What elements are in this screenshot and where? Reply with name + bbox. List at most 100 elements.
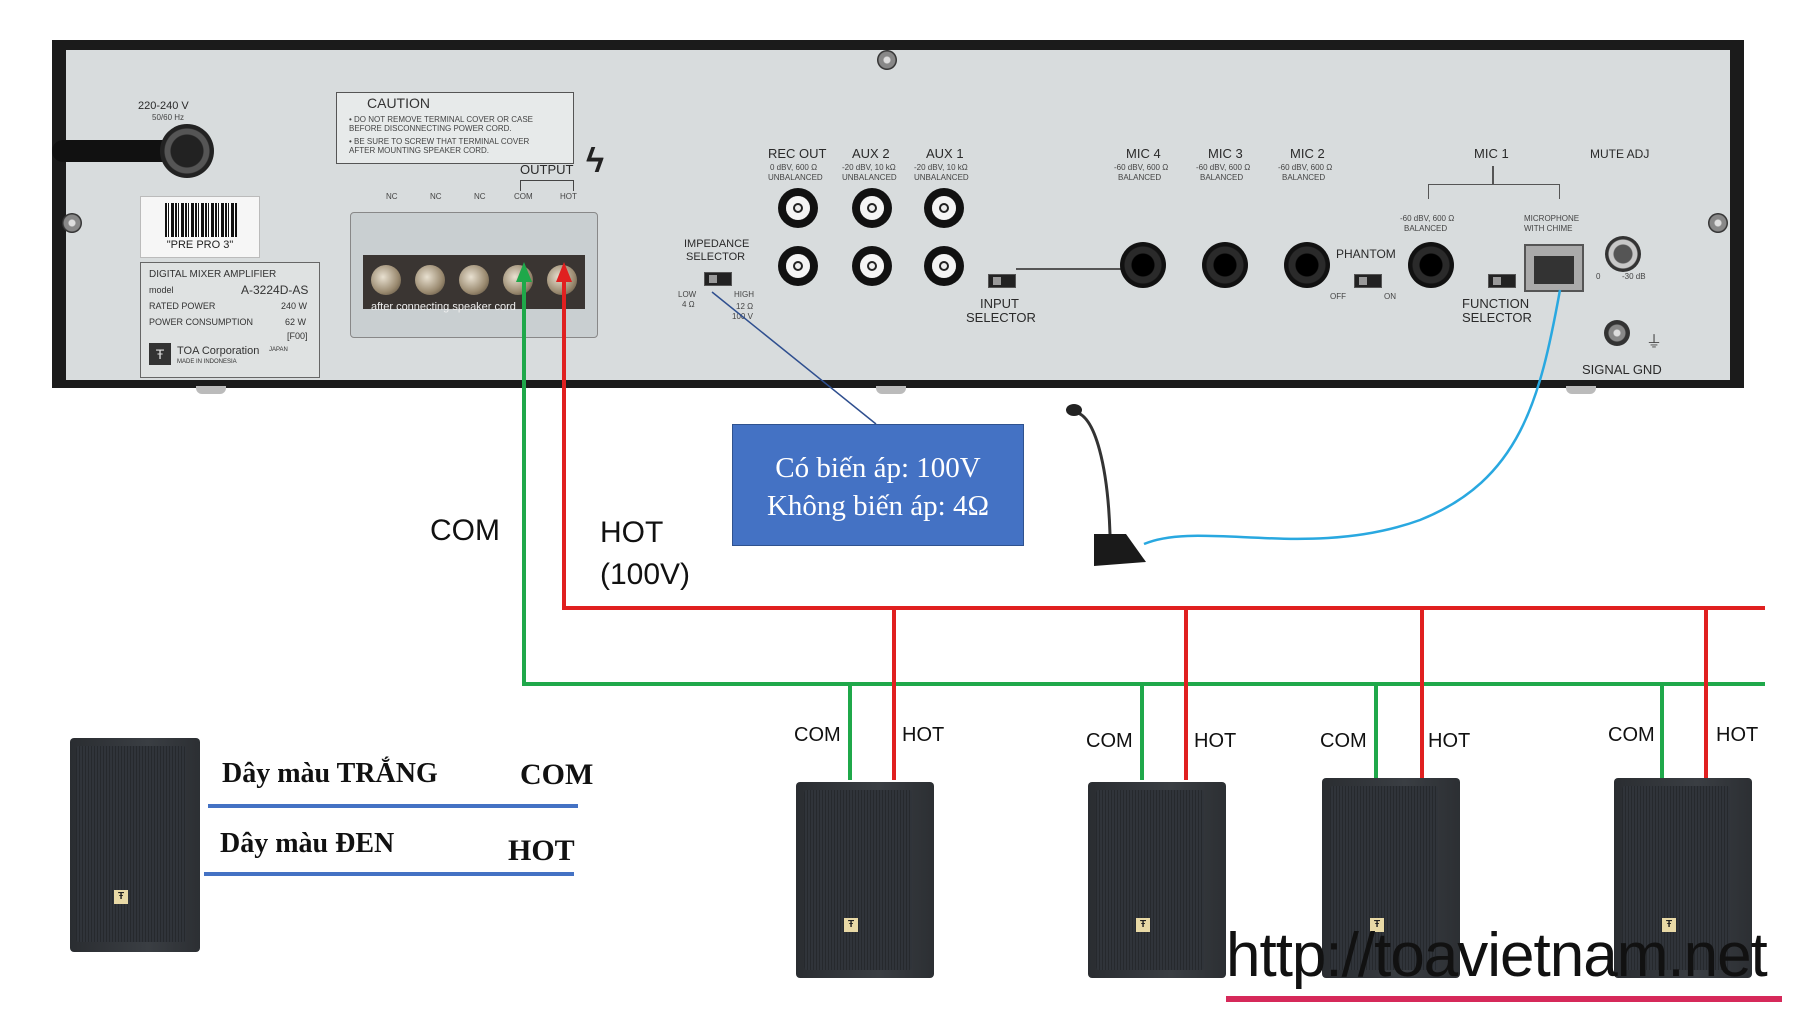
toa-logo-icon: Ŧ	[1662, 918, 1676, 932]
mic4-jack-icon[interactable]	[1120, 242, 1166, 288]
power-frequency: 50/60 Hz	[152, 113, 185, 122]
toa-logo-icon: Ŧ	[149, 343, 171, 365]
mic-cable	[1143, 289, 1562, 546]
terminal-label: NC	[474, 192, 486, 201]
aux2-spec: -20 dBV, 10 kΩ	[842, 163, 896, 172]
wall-speaker: Ŧ	[1322, 778, 1460, 978]
side-screw-icon	[1708, 213, 1728, 233]
output-bracket	[520, 180, 574, 191]
legend-white-wire: Dây màu TRẮNG	[222, 758, 438, 789]
aux2-jack-icon[interactable]	[852, 188, 892, 228]
rec-out-spec: UNBALANCED	[768, 173, 823, 182]
mic3-jack-icon[interactable]	[1202, 242, 1248, 288]
pointer-line	[711, 291, 877, 425]
mic-gooseneck	[1073, 410, 1112, 535]
maker: TOA Corporation	[177, 345, 260, 357]
caution-line: BEFORE DISCONNECTING POWER CORD.	[349, 124, 512, 133]
maker-country: JAPAN	[269, 347, 288, 353]
rec-out-name: REC OUT	[768, 146, 827, 161]
impedance-selector-title: SELECTOR	[686, 251, 746, 263]
mute-adj-min: 0	[1596, 272, 1601, 281]
terminal-label-hot: HOT	[560, 192, 577, 201]
mic1-name: MIC 1	[1474, 146, 1509, 161]
hot-wire-voltage: (100V)	[600, 558, 691, 591]
amplifier-rear-panel	[52, 40, 1744, 388]
power-inlet-icon	[160, 124, 214, 178]
function-selector-switch[interactable]	[1488, 274, 1516, 288]
terminal-label-com: COM	[514, 192, 533, 201]
url-underline	[1226, 996, 1782, 1002]
impedance-selector-switch[interactable]	[704, 272, 732, 286]
mic1-rj45-port-icon[interactable]	[1524, 244, 1584, 292]
input-selector-switch[interactable]	[988, 274, 1016, 288]
mic3-spec: BALANCED	[1200, 173, 1244, 182]
mic1-chime: WITH CHIME	[1524, 224, 1573, 233]
barcode-label: "PRE PRO 3"	[140, 196, 260, 258]
caution-label: CAUTION • DO NOT REMOVE TERMINAL COVER O…	[336, 92, 574, 164]
rj45-opening	[1534, 256, 1574, 284]
toa-logo-icon: Ŧ	[844, 918, 858, 932]
legend-underline	[208, 804, 578, 808]
mic1-chime: MICROPHONE	[1524, 214, 1580, 223]
code: [F00]	[287, 331, 308, 341]
function-selector-label: FUNCTION	[1462, 296, 1530, 311]
mic-base-icon	[1094, 534, 1146, 566]
rec-out-jack-icon[interactable]	[778, 188, 818, 228]
impedance-high: HIGH	[734, 290, 754, 299]
mic1-spec: BALANCED	[1404, 224, 1448, 233]
impedance-high-value: 12 Ω	[736, 302, 754, 311]
impedance-low: LOW	[678, 290, 697, 299]
power-consumption-value: 62 W	[285, 317, 307, 327]
mic4-name: MIC 4	[1126, 146, 1161, 161]
impedance-low-value: 4 Ω	[682, 300, 695, 309]
legend-black-term: HOT	[508, 834, 575, 867]
phantom-on: ON	[1384, 292, 1396, 301]
speaker-grill	[804, 790, 912, 970]
terminal-screw-icon	[415, 265, 445, 295]
terminal-screw-icon	[371, 265, 401, 295]
com-wire-label: COM	[430, 514, 500, 547]
speaker-grill	[1622, 786, 1730, 970]
made-in: MADE IN INDONESIA	[177, 359, 237, 365]
aux2-spec: UNBALANCED	[842, 173, 897, 182]
aux1-name: AUX 1	[926, 146, 964, 161]
mic2-jack-icon[interactable]	[1284, 242, 1330, 288]
mic1-jack-icon[interactable]	[1408, 242, 1454, 288]
ground-icon: ⏚	[1646, 334, 1663, 351]
legend-black-wire: Dây màu ĐEN	[220, 828, 395, 859]
barcode-icon	[165, 203, 237, 237]
aux2-jack-icon[interactable]	[852, 246, 892, 286]
speaker-com-label: COM	[1086, 730, 1133, 752]
power-voltage: 220-240 V	[138, 100, 189, 112]
impedance-selector-title: IMPEDANCE	[684, 238, 750, 250]
aux1-jack-icon[interactable]	[924, 188, 964, 228]
mic-head-icon	[1066, 404, 1082, 416]
power-cord	[52, 140, 182, 162]
caution-title: CAUTION	[367, 95, 430, 111]
terminal-cover-text: after connecting speaker cord	[371, 301, 516, 313]
product-type: DIGITAL MIXER AMPLIFIER	[149, 269, 277, 280]
website-url[interactable]: http://toavietnam.net	[1226, 921, 1768, 990]
terminal-screw-icon	[459, 265, 489, 295]
aux1-spec: UNBALANCED	[914, 173, 969, 182]
phantom-off: OFF	[1330, 292, 1346, 301]
phantom-switch[interactable]	[1354, 274, 1382, 288]
mute-adj-knob-icon[interactable]	[1605, 236, 1641, 272]
rated-power-key: RATED POWER	[149, 301, 216, 311]
mic2-spec: BALANCED	[1282, 173, 1326, 182]
output-title: OUTPUT	[520, 162, 574, 177]
legend-white-term: COM	[520, 758, 594, 791]
speaker-grill	[1330, 786, 1438, 970]
terminal-label: NC	[430, 192, 442, 201]
speaker-hot-label: HOT	[1716, 724, 1759, 746]
caution-line: AFTER MOUNTING SPEAKER CORD.	[349, 146, 490, 155]
mic4-spec: BALANCED	[1118, 173, 1162, 182]
mic3-name: MIC 3	[1208, 146, 1243, 161]
toa-logo-icon: Ŧ	[114, 890, 128, 904]
side-screw-icon	[62, 213, 82, 233]
rec-out-jack-icon[interactable]	[778, 246, 818, 286]
mic1-bracket	[1428, 184, 1560, 199]
aux1-jack-icon[interactable]	[924, 246, 964, 286]
legend-speaker: Ŧ	[70, 738, 200, 952]
